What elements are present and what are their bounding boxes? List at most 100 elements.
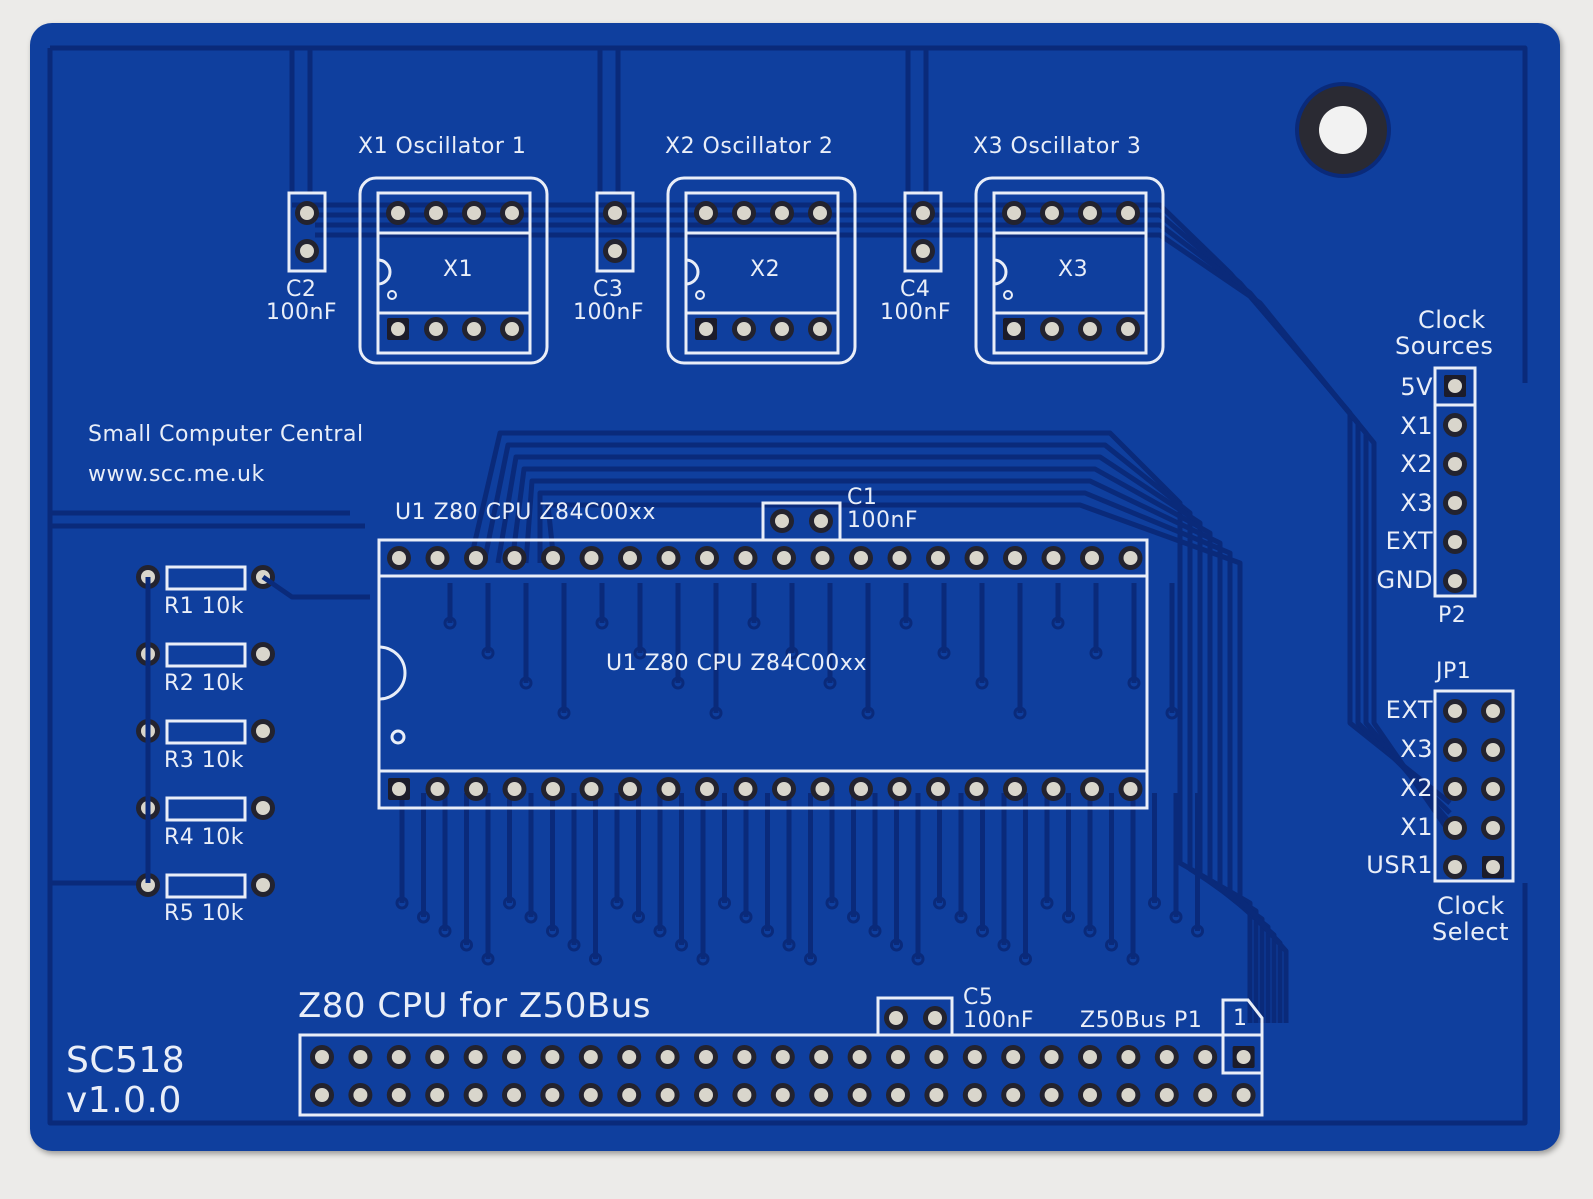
oscillator-2-body-label: X2	[750, 257, 781, 282]
pad-hole	[469, 782, 483, 796]
pad-hole	[1121, 322, 1135, 336]
pad-hole	[1044, 1050, 1059, 1064]
pad-hole	[967, 1050, 982, 1064]
pad-hole	[505, 322, 519, 336]
pad-hole	[815, 551, 830, 565]
cpu-pin1-notch	[378, 645, 407, 701]
pad-hole	[353, 1088, 368, 1102]
c1-outline	[761, 501, 842, 540]
pad-hole	[391, 322, 405, 336]
cpu-bus-trace	[537, 490, 1283, 1023]
pad-hole	[889, 1011, 903, 1025]
bus-pin1-outline	[1221, 998, 1264, 1075]
pad-hole	[777, 782, 791, 796]
ground-ring-trace	[50, 45, 1528, 383]
via	[589, 952, 602, 966]
c3-value: 100nF	[573, 300, 645, 325]
via	[519, 676, 533, 690]
via	[975, 676, 989, 690]
r3-label: R3 10k	[164, 748, 245, 773]
c2-value: 100nF	[266, 300, 338, 325]
pad-hole	[815, 782, 830, 796]
pad-hole	[892, 782, 907, 796]
mounting-hole	[1319, 106, 1367, 154]
board-title: Z80 CPU for Z50Bus	[298, 986, 652, 1026]
pin1-notch	[377, 258, 392, 286]
jp1-pin-label: X2	[1400, 774, 1433, 802]
via	[739, 910, 753, 924]
pad-hole	[814, 1050, 829, 1064]
c2-ref: C2	[286, 277, 317, 302]
via	[997, 938, 1011, 952]
pad-hole	[916, 244, 930, 258]
via	[595, 616, 609, 630]
pad-hole	[1198, 1088, 1213, 1102]
p2-pin-label: 5V	[1400, 373, 1433, 401]
resistor-outline	[165, 796, 247, 822]
pad-hole	[430, 1088, 445, 1102]
maker-name: Small Computer Central	[88, 422, 364, 447]
via	[1127, 676, 1141, 690]
pad-hole	[775, 1088, 790, 1102]
pad-hole	[1121, 206, 1135, 220]
c4-value: 100nF	[880, 300, 952, 325]
product-version: v1.0.0	[66, 1080, 182, 1121]
pad-hole	[969, 782, 984, 796]
pad-hole	[1006, 1050, 1021, 1064]
via	[709, 706, 723, 720]
pad-hole	[300, 244, 314, 258]
via	[557, 706, 571, 720]
pad-hole	[315, 1088, 329, 1102]
pad-hole	[256, 724, 270, 738]
pad-hole	[738, 782, 753, 796]
via	[1019, 952, 1032, 966]
oscillator-1-heading: X1 Oscillator 1	[358, 134, 527, 159]
pad-hole	[256, 647, 270, 661]
p2-pin-label: X3	[1400, 489, 1433, 517]
p2-pin-label: X1	[1400, 412, 1433, 440]
pad-hole	[813, 322, 827, 336]
pad-hole	[430, 1050, 445, 1064]
via	[782, 938, 796, 952]
pad-hole	[1006, 1088, 1021, 1102]
pin1-notch	[993, 258, 1008, 286]
pad-hole	[1045, 206, 1059, 220]
pad-hole	[1083, 322, 1097, 336]
p2-pin-label: EXT	[1385, 527, 1433, 555]
via	[761, 924, 774, 938]
via	[524, 910, 538, 924]
pad-hole	[469, 551, 483, 565]
pad-hole	[623, 782, 637, 796]
via	[718, 896, 731, 910]
trace	[261, 574, 370, 600]
pad-hole	[891, 1088, 905, 1102]
pad-hole	[1448, 496, 1462, 510]
pad-hole	[775, 1050, 790, 1064]
oscillator-body-outline	[992, 191, 1148, 355]
pad-hole	[891, 1050, 905, 1064]
cpu-bus-trace	[545, 502, 1289, 1023]
pad-hole	[1123, 782, 1138, 796]
pad-hole	[660, 1050, 675, 1064]
via	[675, 938, 688, 952]
pad-hole	[468, 1050, 483, 1064]
pad-hole	[392, 551, 406, 565]
clock-sources-title-1: Clock	[1418, 306, 1486, 334]
pad-hole	[1159, 1088, 1174, 1102]
resistor-outline	[165, 719, 247, 745]
pad-hole	[700, 782, 714, 796]
pad-hole	[507, 1088, 521, 1102]
via	[976, 924, 989, 938]
via	[610, 896, 624, 910]
via	[481, 952, 495, 966]
cpu-top-label: U1 Z80 CPU Z84C00xx	[395, 500, 656, 525]
via	[825, 896, 839, 910]
pin1-notch	[685, 258, 700, 286]
pad-hole	[391, 1088, 406, 1102]
via	[933, 896, 946, 910]
pad-hole	[969, 551, 984, 565]
oscillator-3-heading: X3 Oscillator 3	[973, 134, 1142, 159]
pad-hole	[1085, 551, 1099, 565]
pad-hole	[430, 551, 445, 565]
pad-hole	[1448, 743, 1462, 757]
